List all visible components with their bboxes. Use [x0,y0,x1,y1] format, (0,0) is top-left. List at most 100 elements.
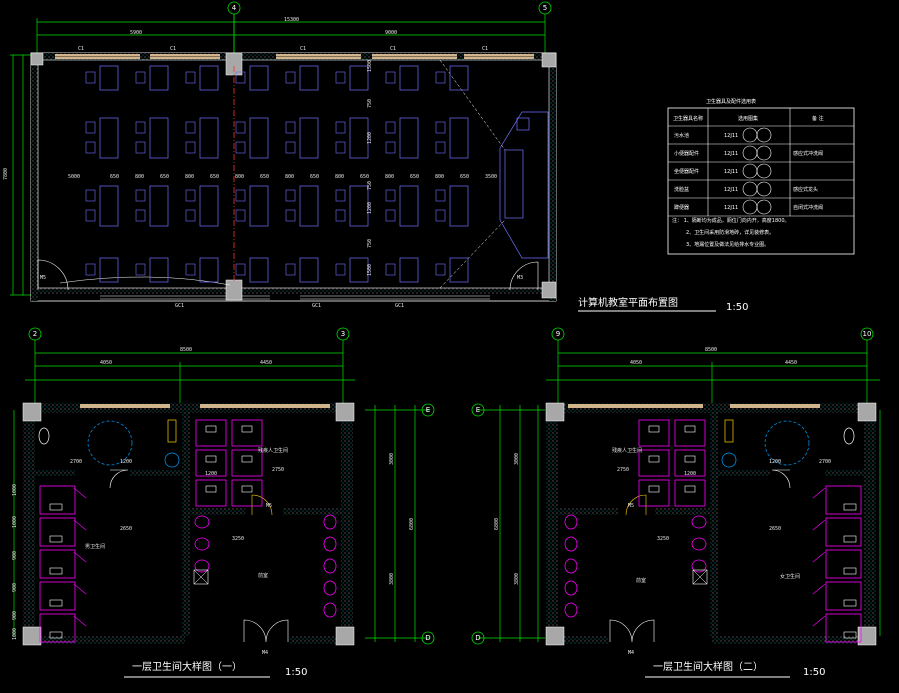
computer-desk [349,65,369,91]
axis-label-e: E [426,406,430,414]
toilet-stall [39,517,76,547]
squat-toilet [241,455,253,463]
accessible-toilet [38,427,50,445]
chair [235,121,246,134]
computer-desk [399,185,419,227]
room-label: 残疾人卫生间 [612,447,642,454]
side-dimension-text: 900 [12,611,18,620]
computer-desk [149,185,169,227]
axis-label-d: D [425,634,430,642]
window-label: C1 [170,46,176,52]
row-dimension-text: 800 [385,174,394,180]
computer-desk [149,257,169,283]
toilet-plan-1: 2 3 E D 8500 4050 4450 6800 3000 3800 [12,327,435,678]
chair [285,71,296,84]
axis-label-9: 9 [556,330,560,338]
dim-height: 7800 [3,168,9,180]
squat-toilet [843,503,857,511]
turning-circle [87,420,133,466]
axis-label-10: 10 [863,330,872,338]
mop-sink [193,569,209,585]
stall-door [812,487,826,499]
side-dimension-text: 750 [367,99,373,108]
urinal [564,602,578,618]
computer-desk [249,257,269,283]
computer-desk [349,257,369,283]
schedule-note: 3、地漏位置及做法见给排水专业图。 [686,241,769,248]
wc1-seg-dim: 3000 [389,453,395,465]
room-interior [37,59,550,289]
wall-left [31,53,38,301]
schedule-item-ref: 12J11 [724,151,738,157]
chair [385,121,396,134]
squat-toilet [648,485,660,493]
reference-symbol [756,163,772,179]
wc1-columns [22,402,355,646]
chair [135,121,146,134]
dim-right-part: 9000 [385,30,397,36]
schedule-item-name: 小便器配件 [674,150,699,157]
chair [235,71,246,84]
side-dimension-text: 1000 [12,516,18,528]
projection-line [439,219,506,289]
inner-dimension-text: 1200 [205,471,217,477]
reference-symbol [742,163,758,179]
computer-desk [299,117,319,159]
wc1-title: 一层卫生间大样图（一） [132,660,242,673]
toilet-stall [674,449,706,477]
axis-label-2: 2 [33,330,37,338]
desk-layout [85,65,469,283]
room-label: 残疾人卫生间 [258,447,288,454]
stall-door [812,551,826,563]
chair [85,263,96,276]
washbasin [691,537,707,551]
reference-symbol [756,145,772,161]
toilet-stall [638,419,670,447]
stall-door [73,615,87,627]
wc1-wall-inner [130,470,182,476]
wc2-fixtures: 2700120026502750120032501000100090090090… [564,419,862,643]
urinal [564,536,578,552]
accessible-toilet [843,427,855,445]
door-m5 [251,494,273,516]
row-dimension-text: 800 [335,174,344,180]
row-dimension-text: 650 [260,174,269,180]
schedule-item-note: 自闭式冲洗阀 [793,204,823,211]
schedule-item-name: 蹲便器 [674,204,689,211]
chair [235,263,246,276]
washbasin [691,559,707,573]
wc1-part-dim: 4450 [260,360,272,366]
toilet-stall [638,479,670,507]
computer-desk [249,117,269,159]
door-m4 [609,619,655,643]
schedule-item-note: 感应式龙头 [793,186,818,193]
door-label-m5: M5 [40,275,46,281]
side-dimension-text: 750 [367,181,373,190]
chair [435,189,446,202]
wc2-wall-inner [655,508,710,515]
squat-toilet [49,599,63,607]
schedule-grid [668,108,854,217]
row-dimension-text: 650 [460,174,469,180]
wc1-dimensions [13,340,430,642]
room-label: 前室 [258,572,268,579]
chair [85,71,96,84]
toilet-stall [674,479,706,507]
schedule-header: 选用图集 [738,115,758,122]
door-label-m5: M5 [628,503,634,509]
row-dimension-text: 800 [235,174,244,180]
inner-dimension-text: 2650 [120,526,132,532]
schedule-header: 备 注 [812,115,824,122]
chair [85,189,96,202]
toilet-stall [39,549,76,579]
projection-line [439,59,506,151]
chair [235,141,246,154]
computer-desk [449,257,469,283]
row-dimension-text: 650 [110,174,119,180]
chair [435,263,446,276]
chair [435,141,446,154]
computer-desk [299,65,319,91]
wc2-part-dim: 4050 [630,360,642,366]
